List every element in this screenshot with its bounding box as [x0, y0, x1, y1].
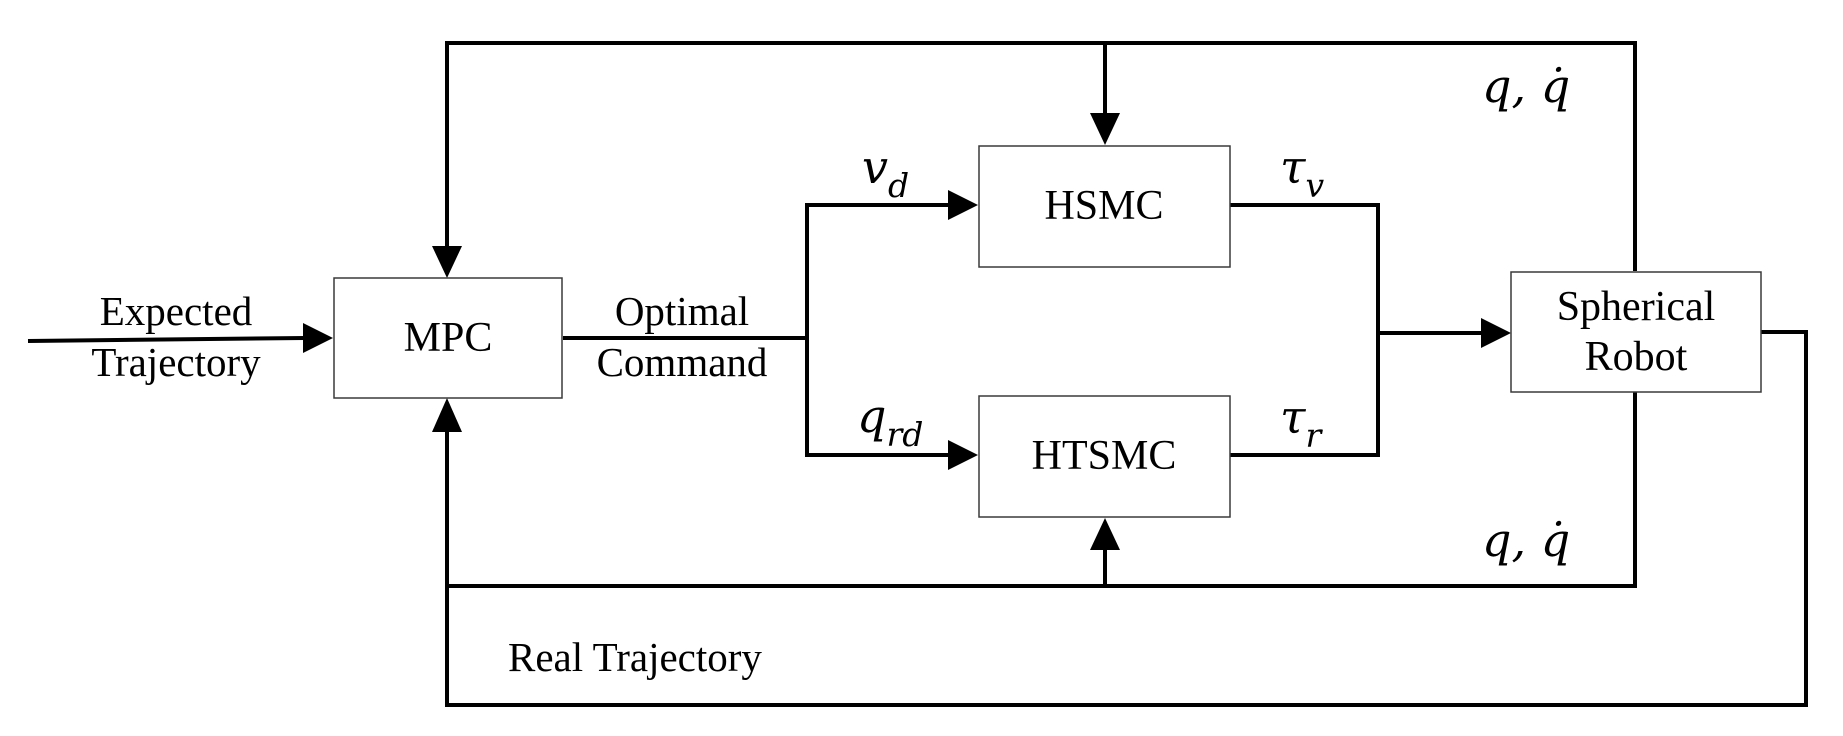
- tau-v-symbol: τv: [1280, 140, 1324, 205]
- robot-label-line1: Spherical: [1557, 284, 1716, 330]
- htsmc-block: HTSMC: [978, 395, 1231, 518]
- top-feedback-line: [445, 41, 1637, 271]
- mpc-label: MPC: [404, 315, 493, 361]
- bottom-feedback-line: [445, 392, 1637, 588]
- expected-trajectory-label-line2: Trajectory: [91, 339, 261, 385]
- hsmc-feedback-arrow: [1090, 113, 1120, 145]
- state-top-symbol: q, q̇: [1482, 59, 1570, 113]
- optimal-command-label-line2: Command: [597, 339, 768, 385]
- optimal-command-label-line1: Optimal: [615, 288, 749, 334]
- tau-r-symbol: τr: [1280, 390, 1323, 455]
- mpc-block: MPC: [333, 277, 563, 399]
- htsmc-feedback-arrow: [1090, 518, 1120, 550]
- state-bottom-symbol: q, q̇: [1482, 513, 1570, 567]
- qrd-arrow: [948, 440, 978, 470]
- spherical-robot-block: Spherical Robot: [1510, 271, 1762, 393]
- expected-trajectory-label-line1: Expected: [100, 288, 253, 334]
- input-line: [27, 336, 306, 343]
- vd-symbol: vd: [862, 140, 909, 205]
- robot-label-line2: Robot: [1585, 334, 1688, 380]
- hsmc-block: HSMC: [978, 145, 1231, 268]
- htsmc-label: HTSMC: [1032, 433, 1177, 479]
- input-arrow: [303, 323, 333, 353]
- vd-arrow: [948, 190, 978, 220]
- mpc-top-arrow: [432, 246, 462, 278]
- qrd-symbol: qrd: [857, 389, 923, 454]
- mpc-bottom-arrow: [432, 398, 462, 432]
- robot-input-arrow: [1481, 318, 1511, 348]
- real-trajectory-label: Real Trajectory: [508, 634, 762, 680]
- hsmc-label: HSMC: [1044, 183, 1163, 229]
- real-trajectory-line: [445, 330, 1808, 707]
